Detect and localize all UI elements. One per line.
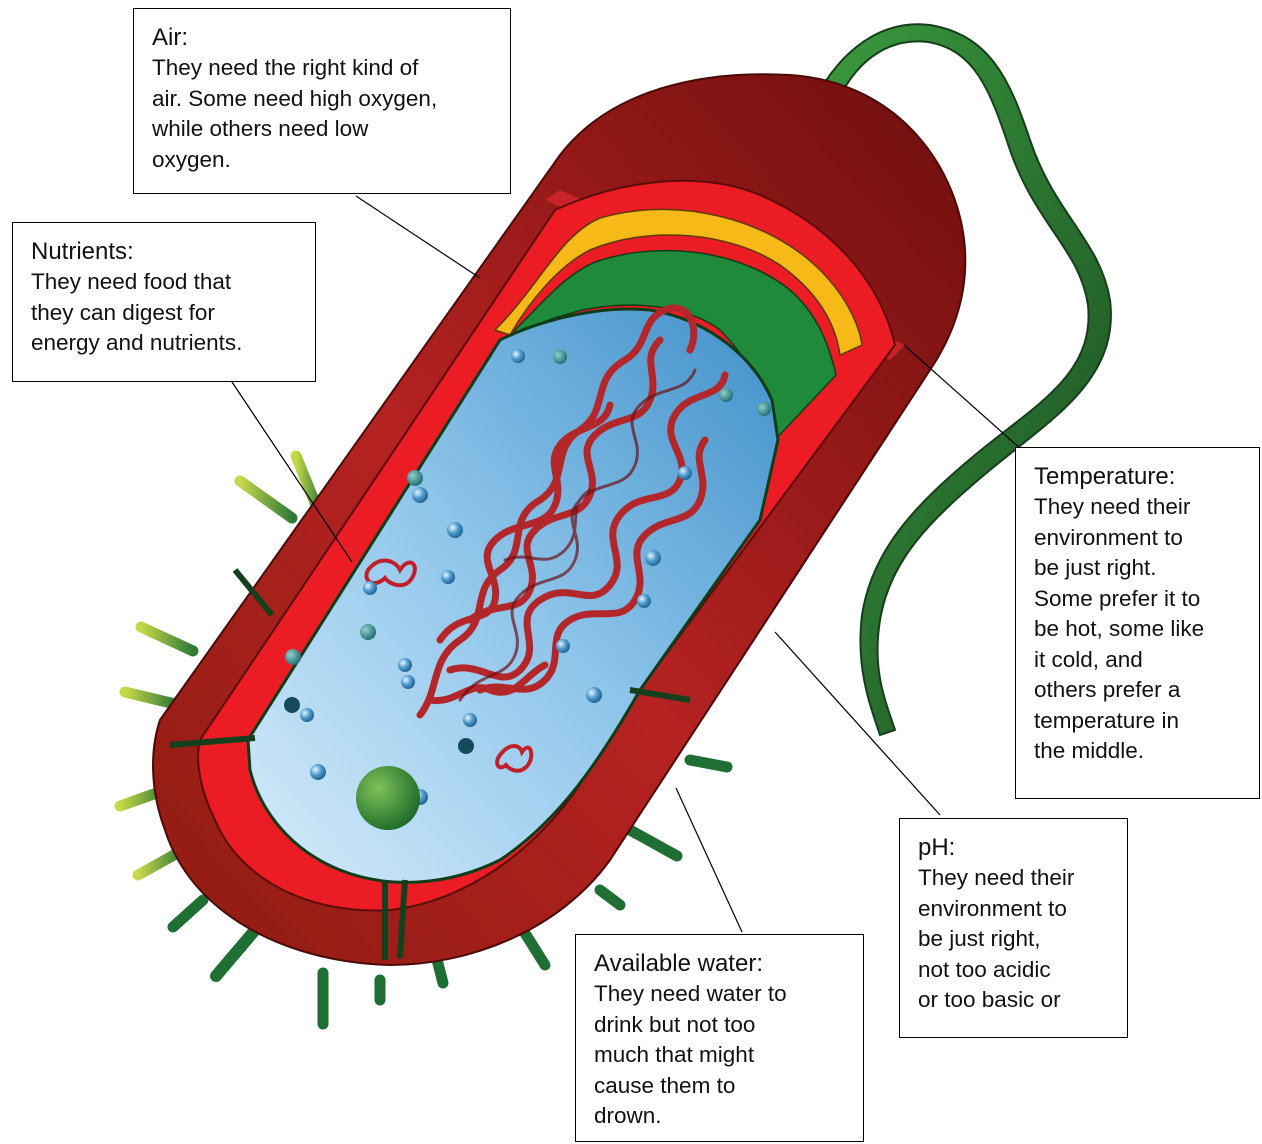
ph-title: pH: [918,833,1113,863]
ph-label: pH: They need their environment to be ju… [899,818,1128,1038]
water-title: Available water: [594,949,849,979]
storage-granule [356,766,420,830]
air-description: They need the right kind of air. Some ne… [152,53,496,175]
nutrients-label: Nutrients: They need food that they can … [12,222,316,382]
nutrients-description: They need food that they can digest for … [31,267,301,359]
ph-description: They need their environment to be just r… [918,863,1113,1016]
nutrients-title: Nutrients: [31,237,301,267]
air-title: Air: [152,23,496,53]
temperature-label: Temperature: They need their environment… [1015,447,1260,799]
water-description: They need water to drink but not too muc… [594,979,849,1132]
water-label: Available water: They need water to drin… [575,934,864,1142]
temperature-description: They need their environment to be just r… [1034,492,1245,767]
air-label: Air: They need the right kind of air. So… [133,8,511,194]
temperature-title: Temperature: [1034,462,1245,492]
